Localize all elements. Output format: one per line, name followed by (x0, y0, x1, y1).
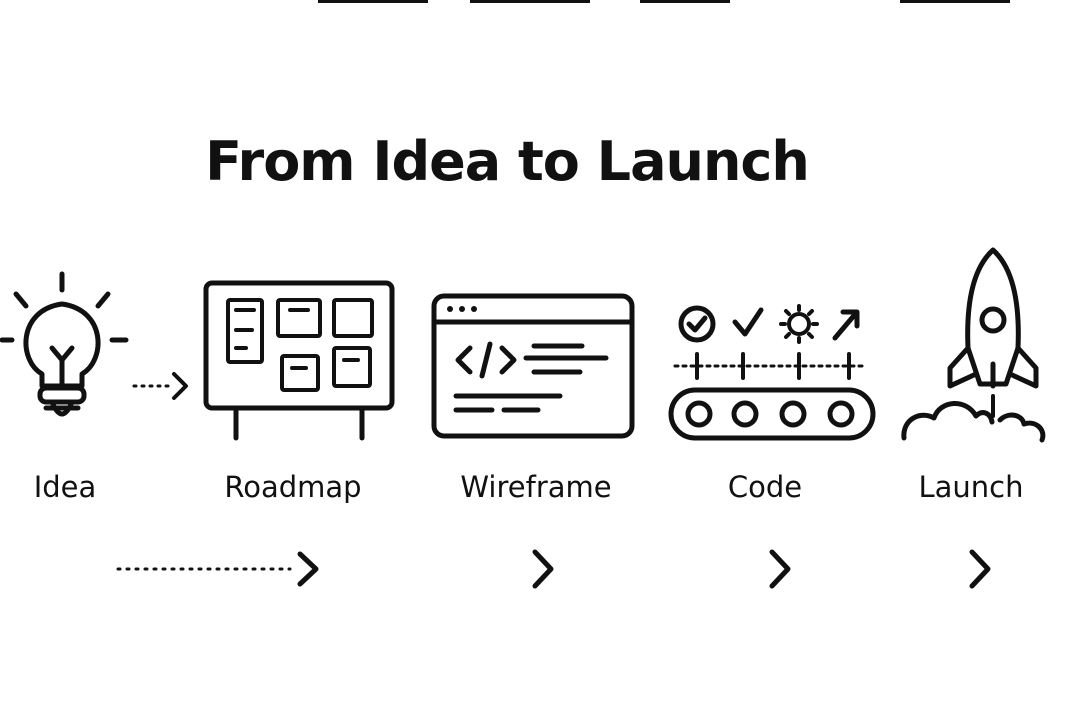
stage-label-code: Code (727, 470, 803, 504)
progress-arrow-2 (532, 549, 554, 589)
stage-label-roadmap: Roadmap (224, 470, 362, 504)
progress-arrow-1 (116, 551, 319, 587)
stage-label-wireframe: Wireframe (460, 470, 612, 504)
roadmap-board-icon (203, 280, 395, 441)
code-pipeline-icon (668, 304, 876, 441)
diagram-title: From Idea to Launch (205, 130, 810, 193)
idea-to-roadmap-arrow (132, 372, 188, 400)
wireframe-browser-icon (431, 293, 635, 439)
rocket-icon (901, 247, 1046, 443)
top-edge-marks (318, 0, 1010, 3)
lightbulb-icon (0, 271, 129, 417)
stage-label-idea: Idea (33, 470, 97, 504)
stage-label-launch: Launch (918, 470, 1024, 504)
progress-arrow-4 (969, 549, 991, 589)
progress-arrow-3 (769, 549, 791, 589)
